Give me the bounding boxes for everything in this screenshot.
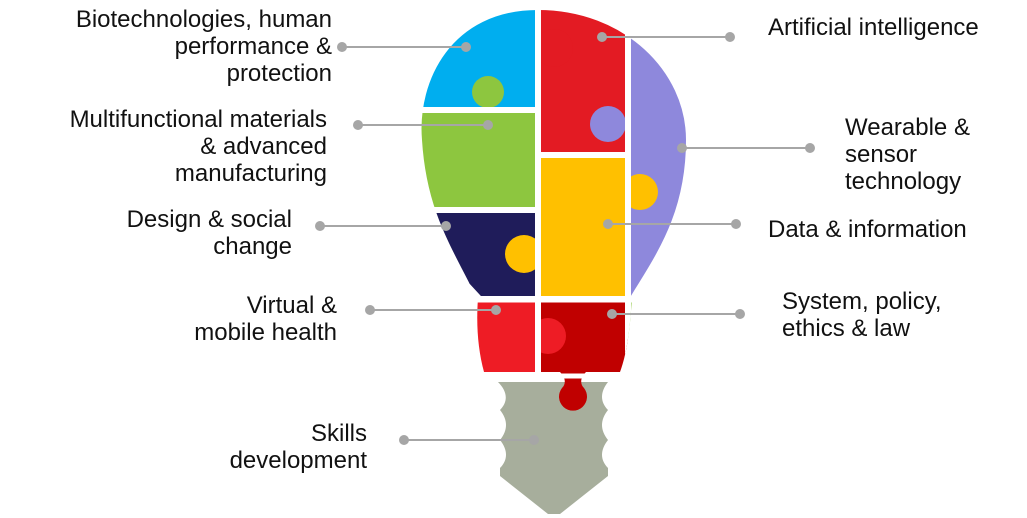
piece-skills [498,382,608,514]
knob-data-2 [505,235,543,273]
knob-ai [535,29,573,67]
label-system: System, policy, ethics & law [782,288,942,342]
label-biotech: Biotechnologies, human performance & pro… [75,6,332,87]
label-ai: Artificial intelligence [768,14,979,41]
label-design: Design & social change [126,206,292,260]
label-skills: Skills development [229,420,367,474]
piece-biotech [419,8,538,110]
knob-system [559,372,587,411]
piece-materials [419,110,538,210]
bulb-glass [419,8,688,298]
label-virtual: Virtual & mobile health [194,292,337,346]
knob-wearable [590,106,626,142]
knob-materials [472,76,504,108]
connectors [315,32,815,445]
piece-data [538,155,628,298]
label-data: Data & information [768,216,967,243]
label-wearable: Wearable & sensor technology [845,114,970,195]
label-materials: Multifunctional materials & advanced man… [69,106,327,187]
